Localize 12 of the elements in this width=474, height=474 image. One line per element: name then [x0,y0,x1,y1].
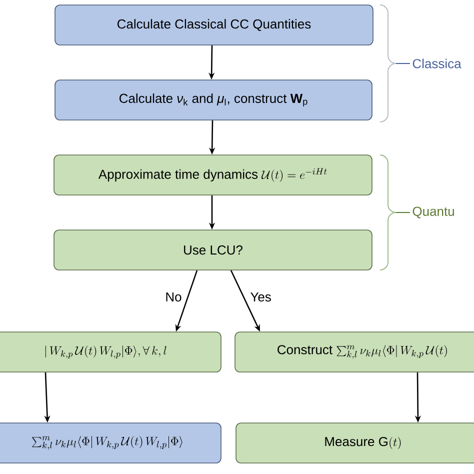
process-box: Calculate ν$_{k}$ and μ$_{l}$, construct W$_{p}$ [54,80,372,120]
group-label: Classica [412,58,462,68]
process-box: Use LCU? [54,230,372,270]
process-box: Calculate Classical CC Quantities [54,4,374,46]
edge-label: Yes [250,292,271,302]
edge-label: No [166,292,182,302]
process-box: $|\, W_{k,p}\, \mathcal{U}(t)\, W_{l,p} |\Phi\rangle, \forall\, k, l$ [0,332,222,372]
process-box: $\sum\nolimits_{k,l}^{m} \nu_k \mu_l \langle\Phi|\, W_{k,p}\, \mathcal{U}(t)\, W_{l,p} |\Phi\rangle$ [0,422,222,464]
process-box: Approximate time dynamics $\mathcal{U}(t) = e^{-iHt}$ [54,154,372,196]
process-box: Construct $\sum\nolimits_{k,l}^{m} \nu_k \mu_l \langle\Phi|\, W_{k,p}\, \mathcal{U}(t)$ [234,332,474,372]
group-label: Quantu [412,206,454,218]
process-box: Measure $\mathrm{G}(t)$ [236,422,474,464]
